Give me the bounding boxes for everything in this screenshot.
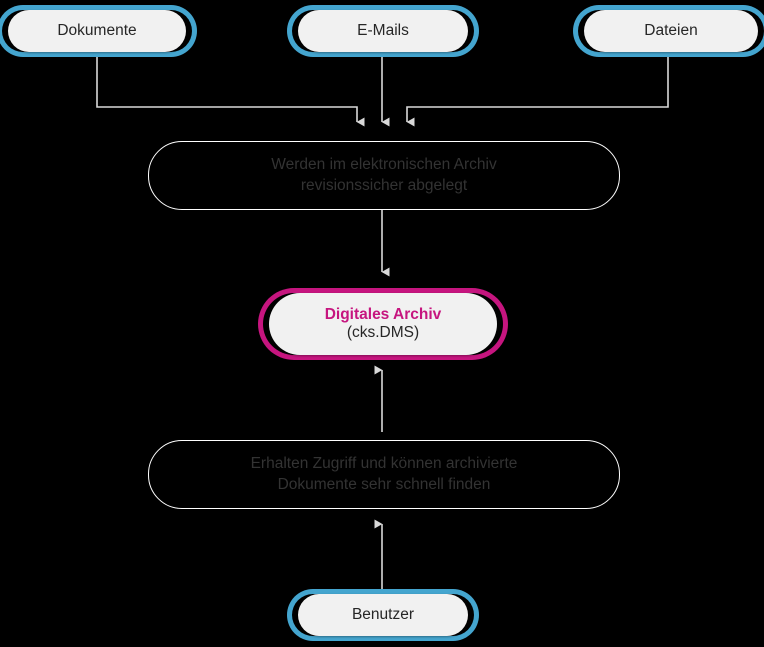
node-access-process: Erhalten Zugriff und können archivierte …	[148, 440, 620, 509]
pill-arc-right-icon	[383, 5, 479, 57]
pill-arc-right-icon	[383, 288, 508, 360]
pill-body: Dateien	[584, 10, 758, 52]
node-label: Dateien	[644, 21, 698, 39]
node-source-emails[interactable]: E-Mails	[287, 5, 479, 57]
pill-arc-left-icon	[287, 5, 383, 57]
pill-arc-right-icon	[383, 589, 479, 641]
connector-documents-to-archive	[96, 56, 365, 127]
digital-archive-title: Digitales Archiv	[324, 305, 442, 323]
access-process-text: Erhalten Zugriff und können archivierte …	[250, 454, 518, 493]
node-label: E-Mails	[357, 21, 409, 39]
node-source-documents[interactable]: Dokumente	[0, 5, 197, 57]
node-label: Benutzer	[351, 605, 415, 623]
node-source-files[interactable]: Dateien	[573, 5, 764, 57]
pill-arc-left-icon	[287, 589, 383, 641]
pill-arc-left-icon	[573, 5, 671, 57]
pill-arc-left-icon	[258, 288, 383, 360]
node-user[interactable]: Benutzer	[287, 589, 479, 641]
pill-arc-left-icon	[0, 5, 97, 57]
pill-body: E-Mails	[298, 10, 468, 52]
pill-body: Digitales Archiv (cks.DMS)	[269, 293, 497, 355]
connector-files-to-archive	[406, 56, 669, 127]
node-label: Dokumente	[57, 21, 137, 39]
archive-process-text: Werden im elektronischen Archiv revision…	[271, 155, 497, 194]
node-archive-process: Werden im elektronischen Archiv revision…	[148, 141, 620, 210]
pill-body: Dokumente	[8, 10, 186, 52]
pill-arc-right-icon	[671, 5, 764, 57]
digital-archive-subtitle: (cks.DMS)	[346, 324, 420, 341]
pill-arc-right-icon	[97, 5, 197, 57]
node-digital-archive[interactable]: Digitales Archiv (cks.DMS)	[258, 288, 508, 360]
pill-body: Benutzer	[298, 594, 468, 636]
